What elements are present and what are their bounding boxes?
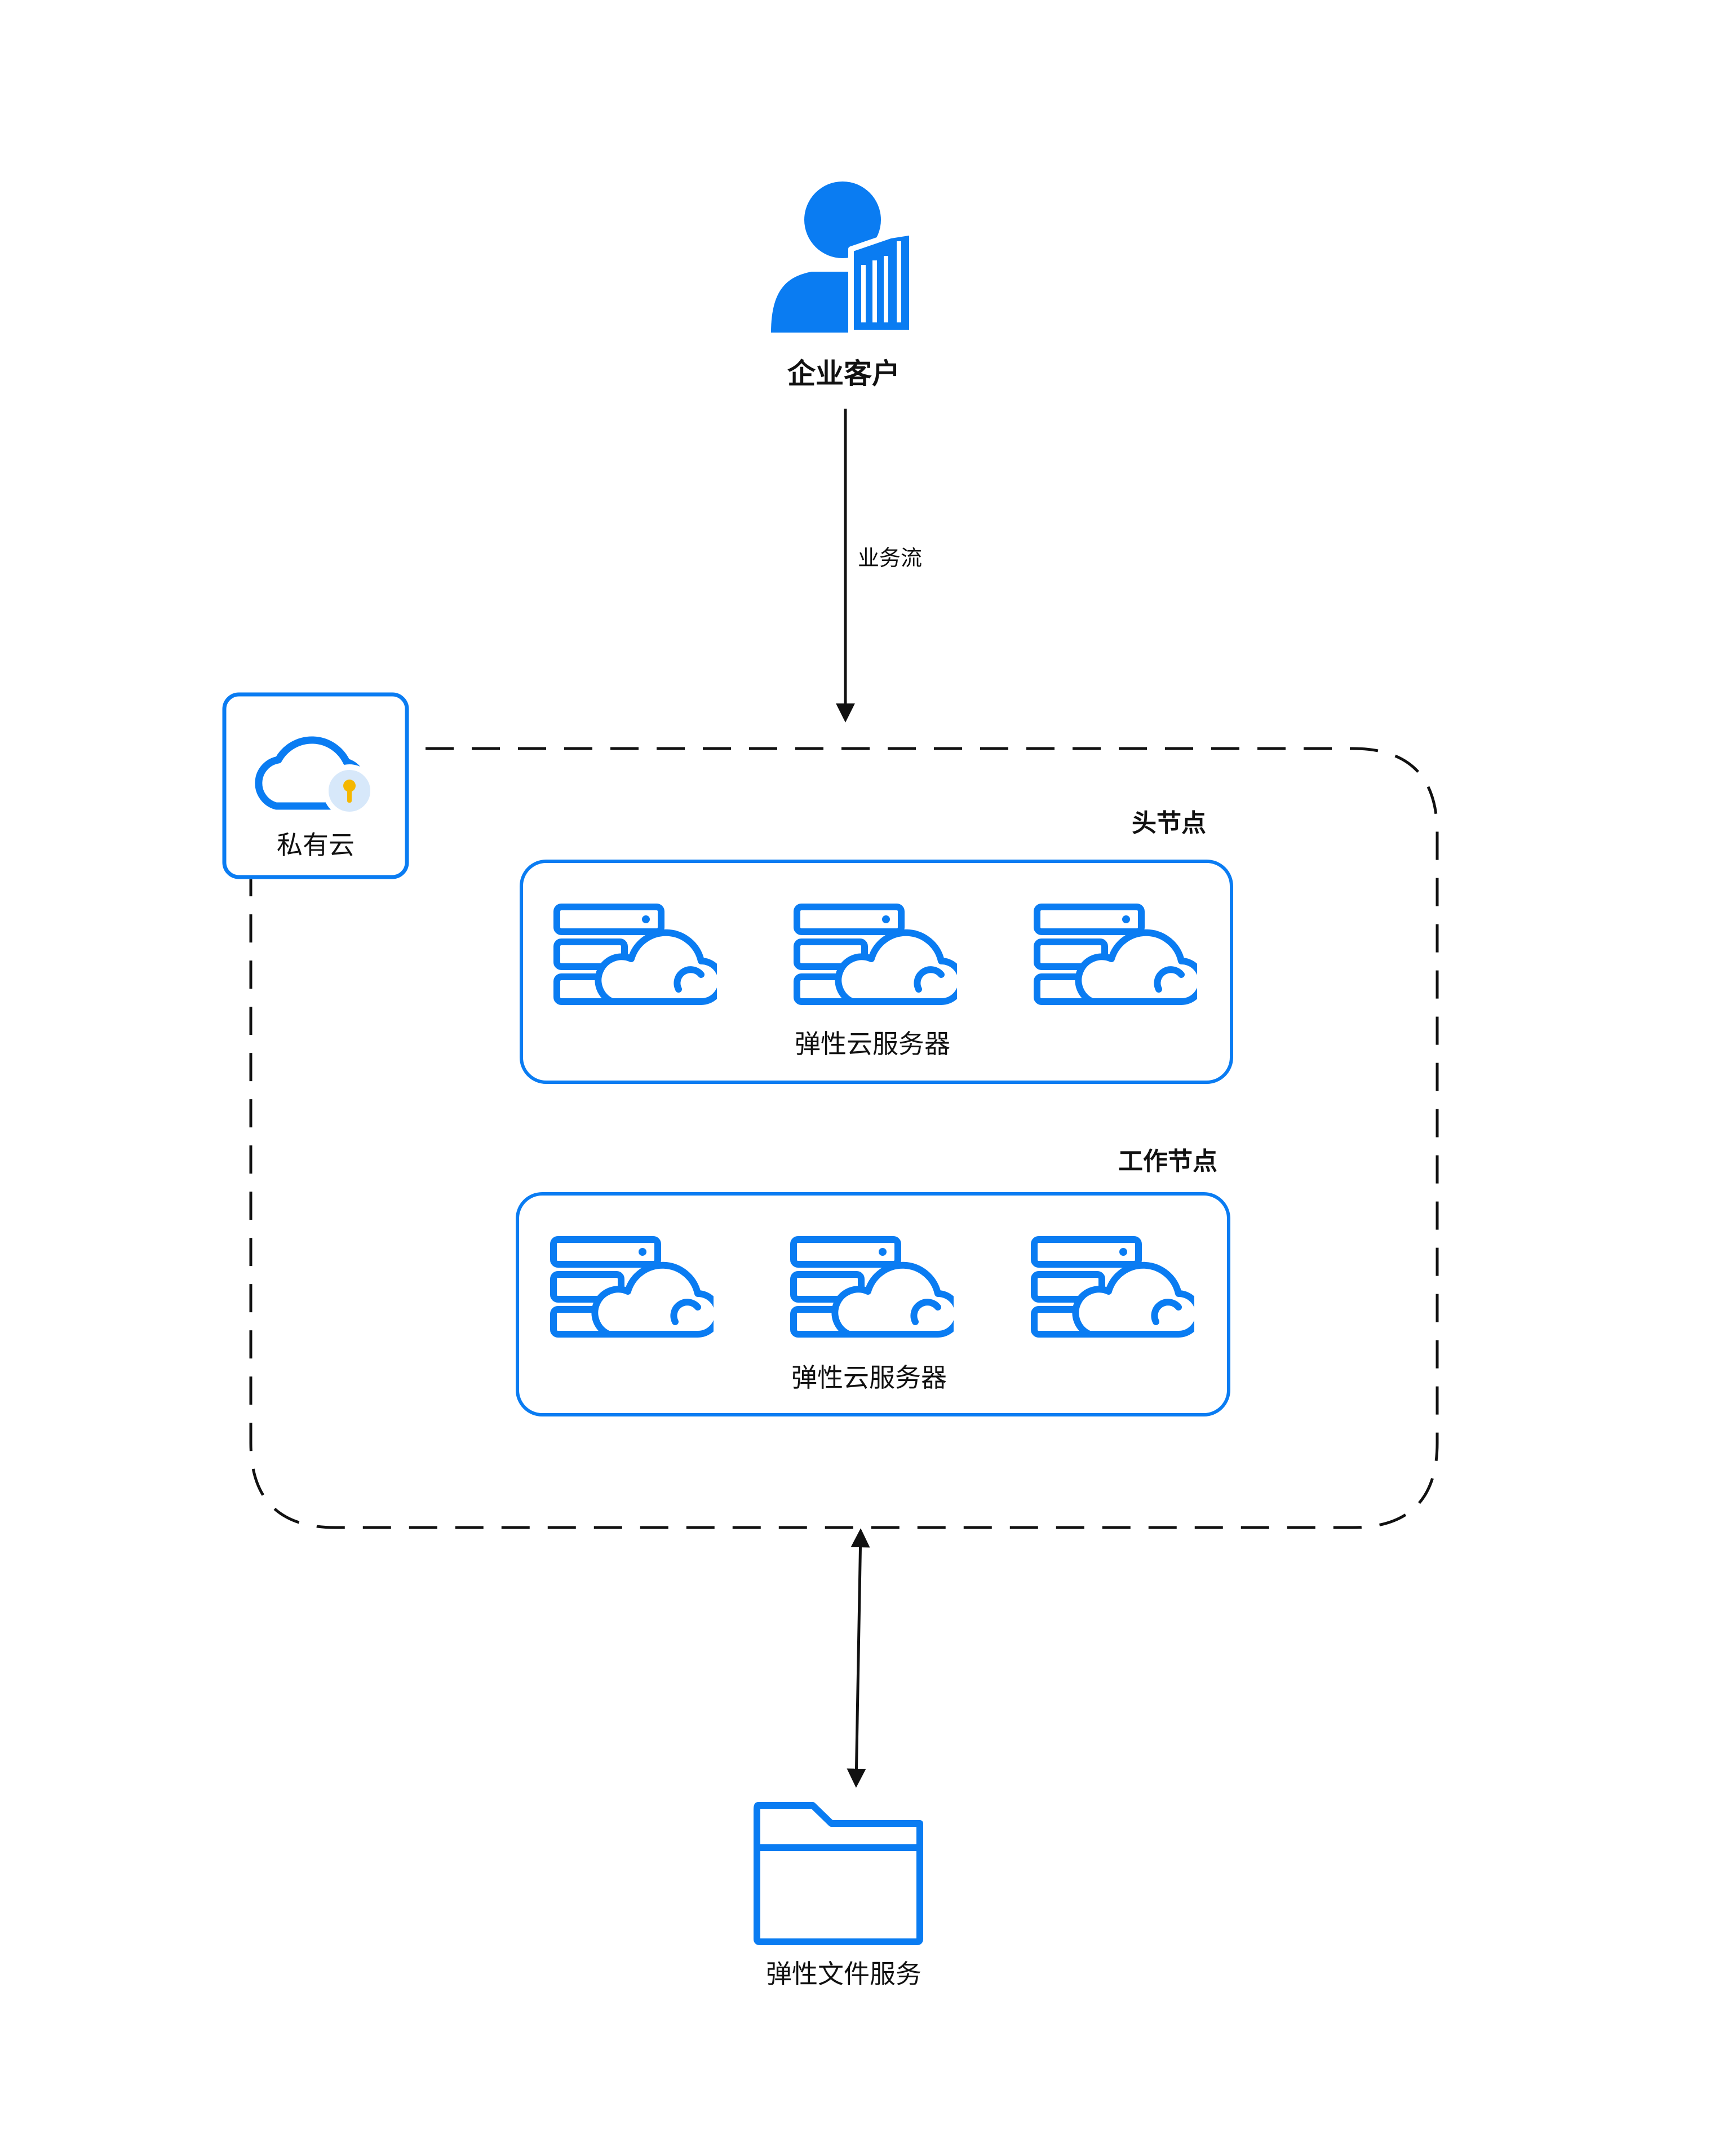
customer-label: 企业客户 [787, 357, 900, 390]
worker-node-server-label: 弹性云服务器 [791, 1362, 947, 1393]
private-cloud-label: 私有云 [277, 830, 355, 860]
enterprise-user-icon [771, 181, 912, 333]
private-cloud-badge [222, 692, 409, 879]
head-node-server-label: 弹性云服务器 [795, 1029, 950, 1059]
storage-link-arrow [847, 1528, 870, 1788]
private-cloud-boundary [249, 747, 1439, 1529]
private-cloud-lock-icon [255, 736, 376, 817]
folder-icon [754, 1802, 923, 1945]
worker-node-title: 工作节点 [1118, 1147, 1217, 1176]
storage-label: 弹性文件服务 [766, 1959, 921, 1989]
head-node-title: 头节点 [1132, 809, 1206, 838]
business-flow-label: 业务流 [858, 546, 922, 570]
